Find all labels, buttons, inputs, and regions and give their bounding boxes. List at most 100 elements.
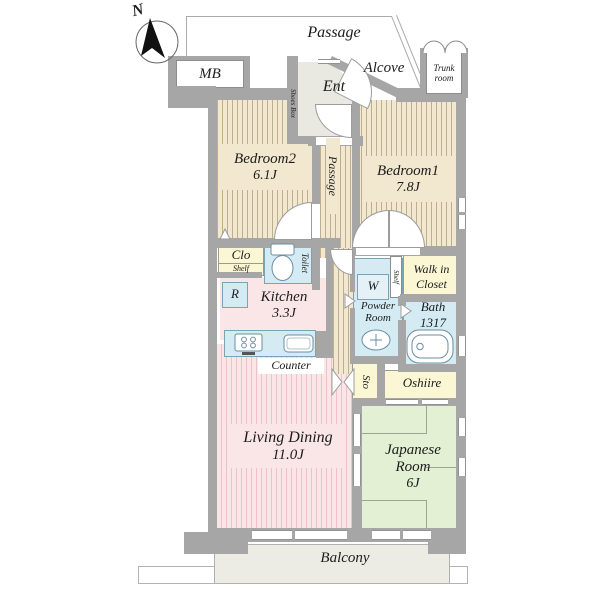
bedroom2-corner-marker-icon xyxy=(219,228,231,240)
bathtub-icon xyxy=(406,329,454,364)
passage-common-label: Passage xyxy=(307,24,361,41)
clo-name: Clo xyxy=(219,247,263,264)
balcony-divider-right xyxy=(428,530,466,554)
powder-left-wall-lower xyxy=(350,308,355,364)
living-dining-label: Living Dining 11.0J xyxy=(230,424,346,468)
bedroom1-left-wall xyxy=(352,98,360,248)
shoesbox-left-wall xyxy=(287,56,298,146)
wic-line2: Closet xyxy=(416,277,447,291)
tatami-line xyxy=(426,467,458,468)
japanese-room-window xyxy=(458,418,466,436)
clo-label: Clo Shelf xyxy=(219,245,263,275)
living-dining-name: Living Dining xyxy=(243,428,333,446)
bath-bottom-wall xyxy=(398,364,462,372)
balcony-label: Balcony xyxy=(320,550,370,566)
bedroom2-size: 6.1J xyxy=(253,167,277,183)
powder-line2: Room xyxy=(365,312,391,324)
oshiire-label: Oshiire xyxy=(402,375,442,390)
powder-bath-wall-lower xyxy=(398,320,406,372)
bath-door-marker-icon xyxy=(400,303,412,319)
japanese-room-line2: Room xyxy=(395,459,431,475)
balcony-floor xyxy=(214,544,450,584)
living-window xyxy=(295,530,347,540)
trunk-box xyxy=(426,52,462,94)
shelf-label: Shelf xyxy=(392,270,400,284)
fridge-box xyxy=(222,282,248,308)
bedroom1-door-opening xyxy=(356,247,420,255)
oshiire-sliding-slot xyxy=(422,399,448,405)
bath-name: Bath xyxy=(420,299,446,314)
mb-box xyxy=(176,60,244,88)
ent-top-slot xyxy=(318,59,340,64)
living-japanese-sliding-slot xyxy=(353,414,361,446)
tatami-line xyxy=(358,500,426,501)
wic-line1: Walk in xyxy=(413,262,450,276)
oshiire-sliding-slot xyxy=(386,399,418,405)
bath-label: Bath 1317 xyxy=(406,299,460,330)
corridor-top-line xyxy=(186,16,392,17)
bedroom2-bottom-wall xyxy=(208,238,320,248)
japanese-room-window xyxy=(458,458,466,476)
kitchen-hall-wall xyxy=(326,248,333,358)
clo-shelf: Shelf xyxy=(233,264,249,273)
kitchen-size: 3.3J xyxy=(272,305,296,321)
japanese-room-size: 6J xyxy=(406,476,420,491)
kitchen-sink-icon xyxy=(283,334,314,353)
kitchen-name: Kitchen xyxy=(260,288,308,305)
shoes-box-label: Shoes Box xyxy=(289,88,297,118)
living-japanese-sliding-slot xyxy=(353,454,361,486)
kitchen-label: Kitchen 3.3J xyxy=(244,284,324,326)
balcony-divider-left xyxy=(184,532,248,554)
tatami-line xyxy=(358,433,426,434)
tatami-line xyxy=(426,500,427,530)
kitchen-top-wall xyxy=(216,272,262,278)
bedroom1-window xyxy=(458,198,466,212)
left-wall xyxy=(208,96,217,534)
counter-right-wall xyxy=(316,331,326,358)
powder-bottom-wall xyxy=(350,356,406,364)
right-wall xyxy=(456,94,466,540)
trunk-room-line1: Trunk xyxy=(433,63,455,73)
bedroom1-label: Bedroom1 7.8J xyxy=(362,156,454,202)
bedroom1-name: Bedroom1 xyxy=(377,162,439,179)
japanese-room-line1: Japanese xyxy=(385,442,441,458)
trunk-room-label: Trunk room xyxy=(426,54,462,92)
powder-door-marker-icon xyxy=(344,293,356,309)
japanese-room-label: Japanese Room 6J xyxy=(368,434,458,500)
washer-box xyxy=(357,274,389,300)
bedroom2-label: Bedroom2 6.1J xyxy=(222,144,308,190)
sto-folding-door-icon xyxy=(331,368,355,396)
sto-oshiire-wall xyxy=(377,362,385,402)
counter-label-bg xyxy=(258,358,324,374)
powder-room-label: Powder Room xyxy=(353,298,403,326)
corridor-left-line xyxy=(186,16,187,60)
japanese-window xyxy=(403,530,431,540)
sto-label: Sto xyxy=(360,374,372,390)
washbasin-icon xyxy=(361,329,391,351)
ent-label: Ent xyxy=(322,78,346,95)
wic-bath-wall xyxy=(400,294,462,302)
hall-floor xyxy=(333,248,353,374)
hall-top-wall xyxy=(312,238,340,248)
walk-in-closet-label: Walk in Closet xyxy=(404,254,459,300)
toilet-icon xyxy=(270,243,295,281)
bedroom2-name: Bedroom2 xyxy=(234,150,296,167)
counter-label: Counter xyxy=(271,358,311,372)
compass-icon xyxy=(135,18,179,64)
bath-size: 1317 xyxy=(420,315,446,330)
shelf-strip xyxy=(390,256,402,298)
fridge-label: R xyxy=(231,286,239,301)
bedroom2-top-wall xyxy=(208,88,294,100)
mb-label: MB xyxy=(199,66,221,82)
alcove-label: Alcove xyxy=(363,60,405,76)
toilet-label: Toilet xyxy=(300,252,310,274)
japanese-window xyxy=(372,530,400,540)
living-dining-size: 11.0J xyxy=(272,446,304,463)
bath-window xyxy=(458,336,466,356)
bedroom1-window xyxy=(458,215,466,229)
stove-icon xyxy=(234,333,263,355)
trunk-room-line2: room xyxy=(434,73,454,83)
bedroom1-size: 7.8J xyxy=(396,179,420,195)
powder-line1: Powder xyxy=(360,300,396,312)
